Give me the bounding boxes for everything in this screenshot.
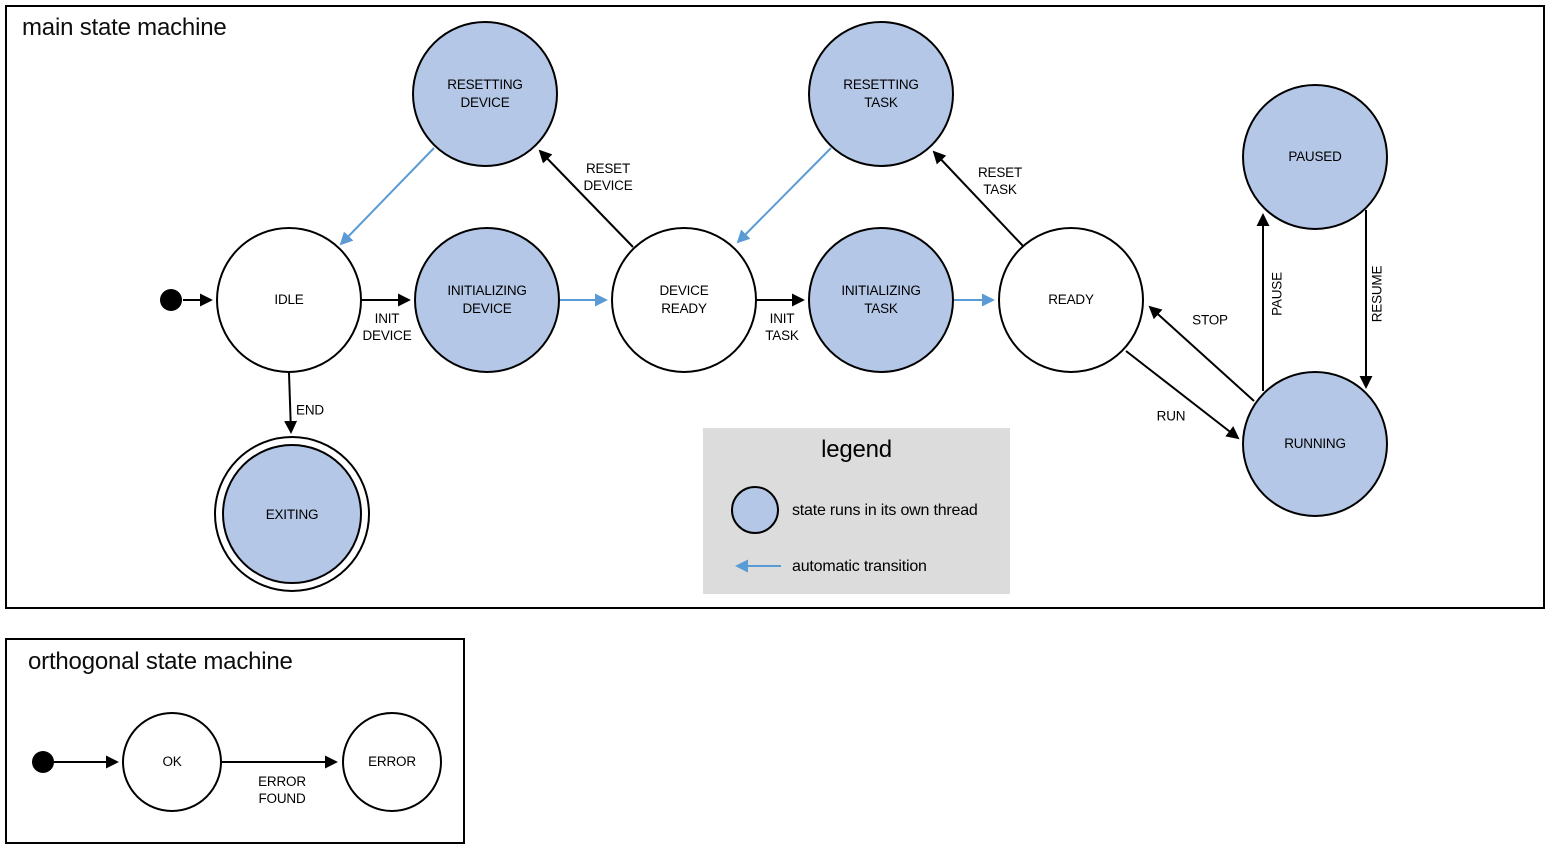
- state-resetting-task: RESETTING TASK: [808, 21, 954, 167]
- main-machine-title: main state machine: [22, 14, 227, 41]
- transition-label-init-task: INIT TASK: [765, 311, 799, 343]
- state-ok-label: OK: [162, 754, 182, 770]
- state-running: RUNNING: [1242, 371, 1388, 517]
- state-exiting: EXITING: [214, 436, 370, 592]
- state-ready: READY: [998, 227, 1144, 373]
- state-device-ready-label: DEVICE READY: [659, 283, 709, 316]
- transition-label-init-device: INIT DEVICE: [362, 311, 412, 343]
- transition-label-run: RUN: [1156, 408, 1186, 424]
- state-paused: PAUSED: [1242, 84, 1388, 230]
- legend-automatic-transition-label: automatic transition: [792, 558, 927, 575]
- orthogonal-machine-title: orthogonal state machine: [28, 648, 293, 675]
- state-device-ready: DEVICE READY: [611, 227, 757, 373]
- state-resetting-task-label: RESETTING TASK: [843, 77, 919, 110]
- transition-label-end: END: [296, 402, 324, 418]
- state-ok: OK: [122, 712, 222, 812]
- state-exiting-inner-circle: EXITING: [222, 444, 362, 584]
- state-error-label: ERROR: [368, 754, 416, 770]
- transition-label-reset-task: RESET TASK: [977, 165, 1023, 197]
- state-paused-label: PAUSED: [1288, 149, 1342, 165]
- state-idle-label: IDLE: [274, 292, 304, 308]
- legend-automatic-transition-icon: [735, 559, 781, 573]
- legend-threaded-state-label: state runs in its own thread: [792, 502, 978, 519]
- state-initializing-task-label: INITIALIZING TASK: [841, 283, 921, 316]
- state-initializing-device-label: INITIALIZING DEVICE: [447, 283, 527, 316]
- transition-label-resume: RESUME: [1369, 265, 1385, 323]
- state-resetting-device-label: RESETTING DEVICE: [447, 77, 523, 110]
- state-idle: IDLE: [216, 227, 362, 373]
- legend-threaded-state-icon: [731, 486, 779, 534]
- transition-label-pause: PAUSE: [1269, 272, 1285, 316]
- state-error: ERROR: [342, 712, 442, 812]
- state-exiting-label: EXITING: [265, 506, 319, 522]
- initial-state-icon: [160, 289, 182, 311]
- transition-label-reset-device: RESET DEVICE: [583, 161, 633, 193]
- state-initializing-task: INITIALIZING TASK: [808, 227, 954, 373]
- state-resetting-device: RESETTING DEVICE: [412, 21, 558, 167]
- orthogonal-initial-state-icon: [32, 751, 54, 773]
- state-initializing-device: INITIALIZING DEVICE: [414, 227, 560, 373]
- transition-label-error-found: ERROR FOUND: [258, 774, 306, 806]
- legend-title: legend: [821, 436, 892, 463]
- transition-label-stop: STOP: [1192, 312, 1228, 328]
- state-ready-label: READY: [1048, 292, 1094, 308]
- legend-box: legend state runs in its own thread auto…: [703, 428, 1010, 594]
- state-running-label: RUNNING: [1284, 436, 1346, 452]
